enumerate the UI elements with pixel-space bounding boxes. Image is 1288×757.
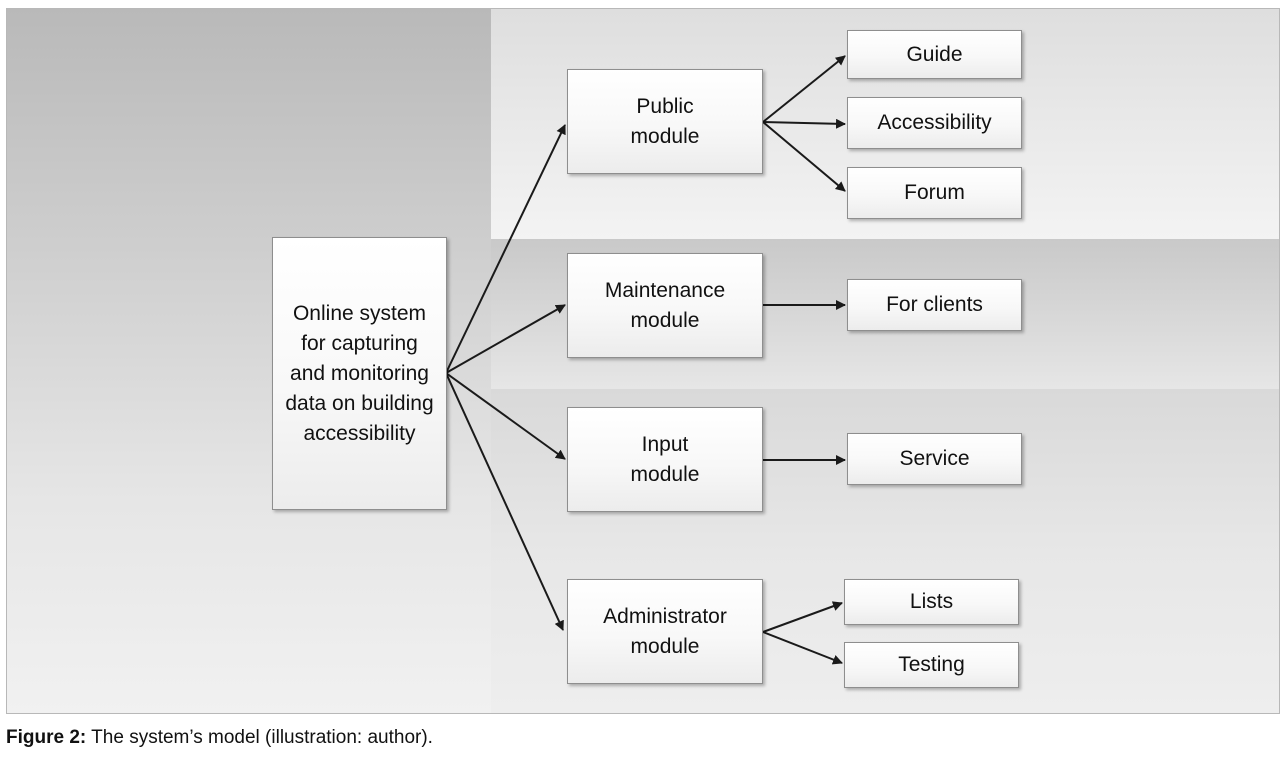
root-node: Online system for capturing and monitori… [272,237,447,510]
figure-caption: Figure 2: The system’s model (illustrati… [6,727,433,749]
administrator-module-label: Administrator module [603,604,727,658]
input-module-label: Input module [630,432,700,486]
connector-arrow [762,118,846,129]
root-node-label: Online system for capturing and monitori… [285,301,434,445]
connector-arrow [445,372,566,460]
accessibility-label: Accessibility [877,111,992,134]
for-clients-label: For clients [886,293,983,316]
service-node: Service [847,433,1022,485]
testing-label: Testing [898,653,965,676]
connector-arrow [445,124,566,374]
guide-label: Guide [906,42,963,66]
connector-arrow [762,55,846,123]
accessibility-node: Accessibility [847,97,1022,149]
public-module-node: Public module [567,69,763,174]
administrator-module-node: Administrator module [567,579,763,684]
figure-caption-text: The system’s model (illustration: author… [86,727,433,748]
figure-caption-label: Figure 2: [6,727,87,748]
connector-arrow [762,121,846,192]
maintenance-module-label: Maintenance module [604,278,726,332]
connector-arrow [762,601,843,633]
lists-node: Lists [844,579,1019,625]
connector-arrow [762,631,843,665]
testing-node: Testing [844,642,1019,688]
connector-arrow [445,372,564,631]
forum-node: Forum [847,167,1022,219]
guide-node: Guide [847,30,1022,79]
lists-label: Lists [909,590,954,613]
maintenance-module-node: Maintenance module [567,253,763,358]
for-clients-node: For clients [847,279,1022,331]
input-module-node: Input module [567,407,763,512]
connector-arrow [445,304,566,374]
public-module-label: Public module [630,94,700,148]
forum-label: Forum [904,181,965,204]
service-label: Service [899,447,970,470]
